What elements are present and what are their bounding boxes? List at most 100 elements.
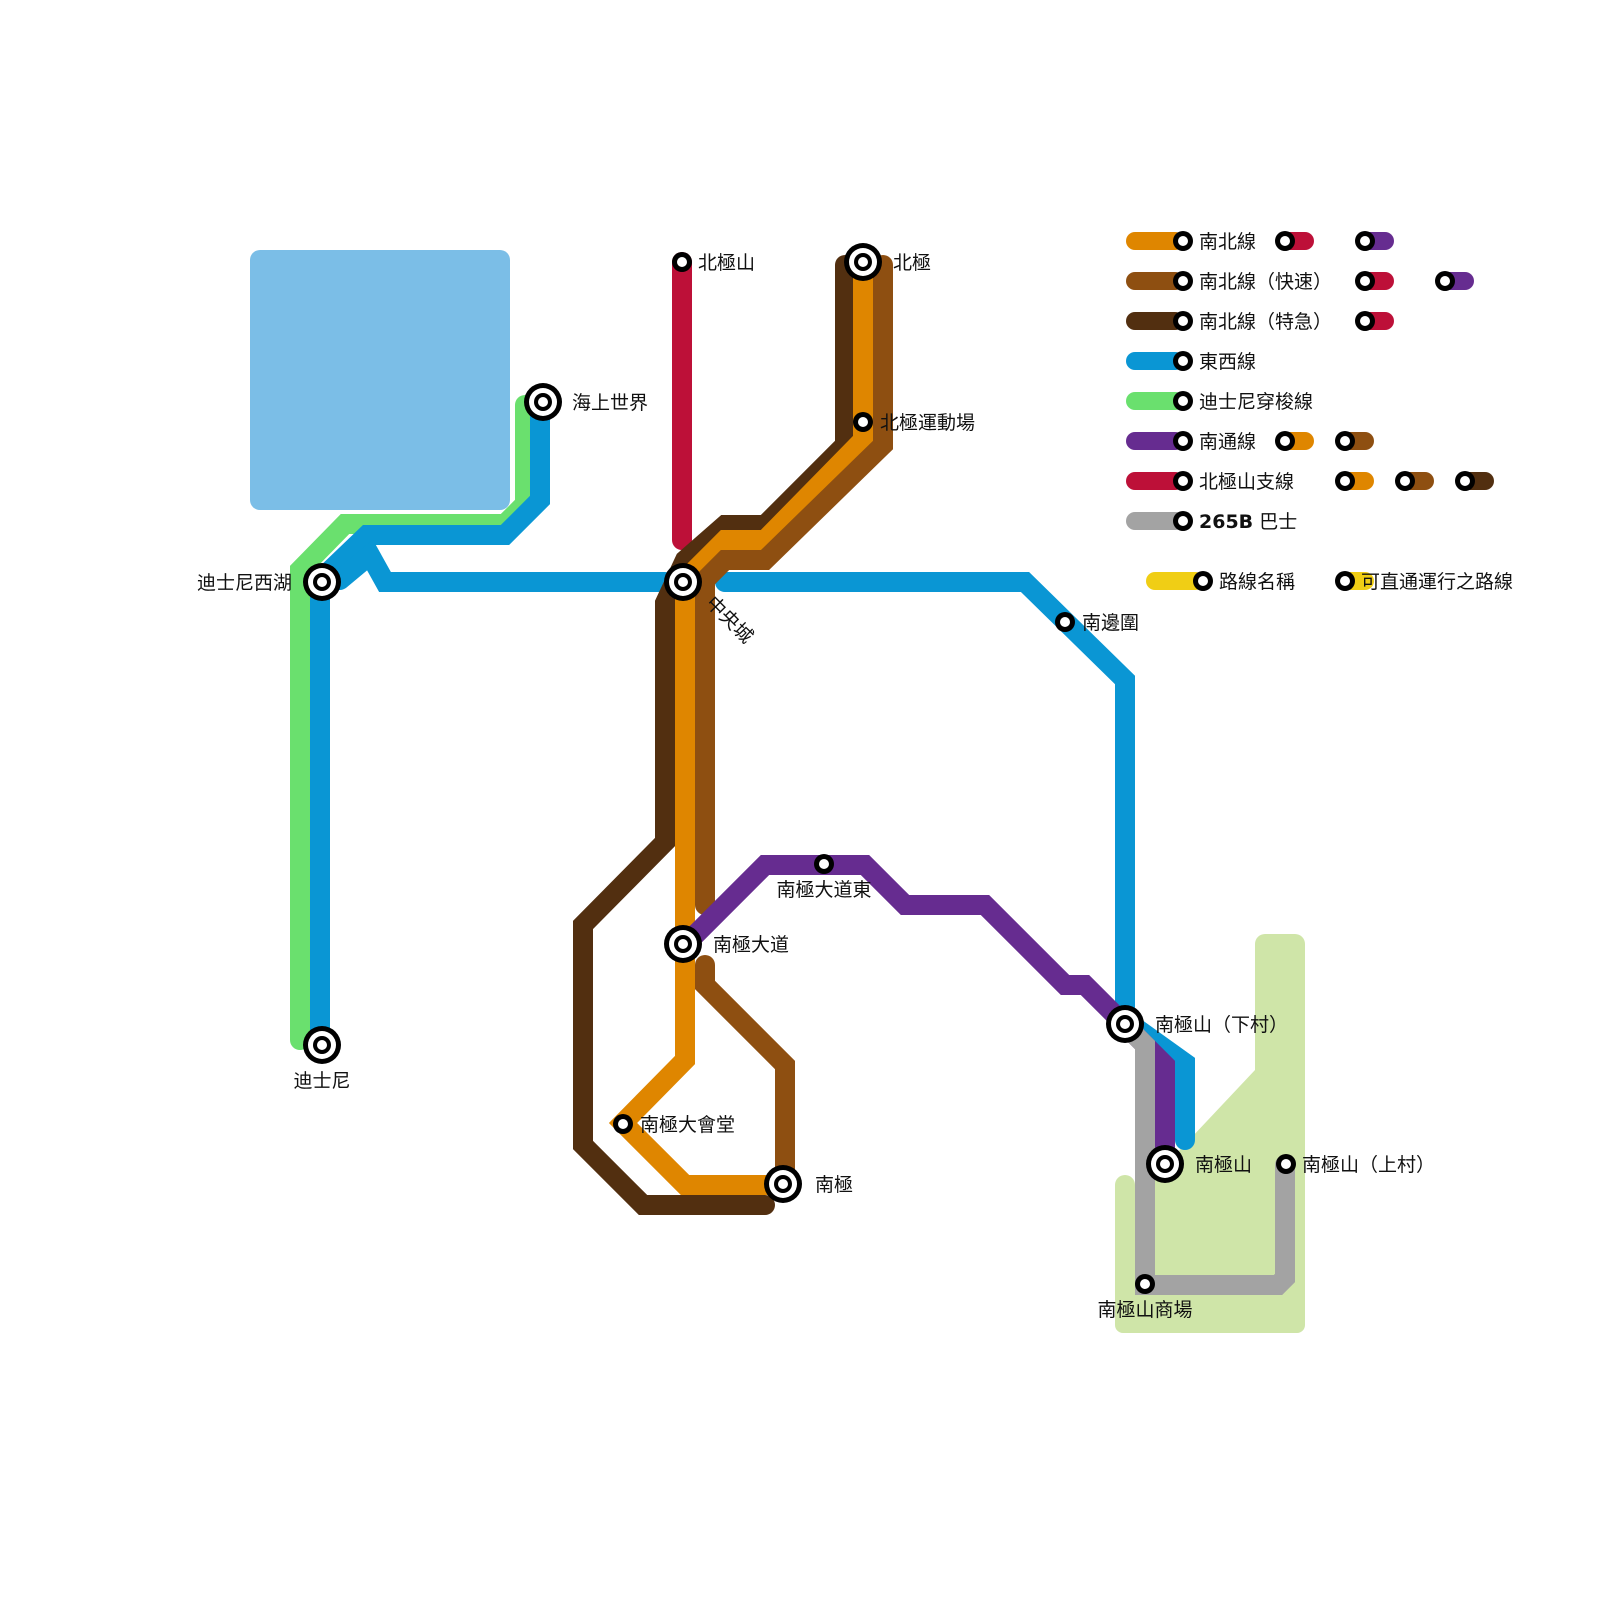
interchange-center xyxy=(1160,1159,1170,1169)
legend-row-north-branch: 北極山支線 xyxy=(1126,471,1494,493)
route-path xyxy=(573,255,855,1215)
route-path xyxy=(290,395,535,1050)
station-marker-center xyxy=(618,1119,628,1129)
legend-line-label: 265B 巴士 xyxy=(1199,511,1297,533)
legend-through-service-icon xyxy=(1355,271,1394,291)
interchange-center xyxy=(678,939,688,949)
through-station-icon-center xyxy=(1340,436,1350,446)
legend-through-service-icon xyxy=(1335,431,1374,451)
route-path xyxy=(715,572,1195,1150)
station-nanjishan-mall[interactable]: 南極山商場 xyxy=(1097,1274,1193,1321)
through-station-icon-center xyxy=(1360,316,1370,326)
station-label: 迪士尼 xyxy=(293,1070,350,1092)
legend-station-icon-center xyxy=(1198,576,1208,586)
legend-row-south: 南通線 xyxy=(1126,431,1374,453)
legend-station-icon-center xyxy=(1178,316,1188,326)
station-marker-center xyxy=(1281,1159,1291,1169)
line-ns-express[interactable] xyxy=(695,255,893,1195)
route-path xyxy=(685,855,1175,1175)
legend-label-rest: 巴士 xyxy=(1253,511,1297,533)
station-label: 南極山（下村） xyxy=(1155,1014,1288,1036)
legend-through-service-icon xyxy=(1355,231,1394,251)
station-label: 南極山（上村） xyxy=(1302,1154,1435,1176)
legend-line-label: 東西線 xyxy=(1199,351,1256,373)
legend-station-icon-center xyxy=(1178,476,1188,486)
route-path xyxy=(310,390,550,1050)
legend-row-bus: 265B 巴士 xyxy=(1126,511,1297,533)
station-marker-center xyxy=(677,257,687,267)
route-path xyxy=(1115,1015,1295,1295)
legend-row-ns-special: 南北線（特急） xyxy=(1126,311,1394,333)
station-nanjishan-lower[interactable]: 南極山（下村） xyxy=(1106,1005,1288,1043)
station-nanji-hall[interactable]: 南極大會堂 xyxy=(613,1114,735,1136)
station-beiji[interactable]: 北極 xyxy=(844,243,931,281)
interchange-center xyxy=(1120,1019,1130,1029)
station-marker-center xyxy=(1060,617,1070,627)
station-label: 南極大會堂 xyxy=(640,1114,735,1136)
interchange-center xyxy=(538,397,548,407)
legend-line-key xyxy=(1126,511,1193,531)
legend-row-disney: 迪士尼穿梭線 xyxy=(1126,391,1313,413)
station-beiji-stadium[interactable]: 北極運動場 xyxy=(853,412,975,434)
station-nanjishan[interactable]: 南極山 xyxy=(1146,1145,1252,1183)
station-label: 南極大道東 xyxy=(776,879,871,901)
route-path xyxy=(695,955,795,1195)
legend-through-service-icon xyxy=(1335,471,1374,491)
legend-line-label: 北極山支線 xyxy=(1199,471,1294,493)
line-disney-shuttle[interactable] xyxy=(290,395,535,1050)
legend-through-service-icon xyxy=(1335,571,1374,591)
legend-key: 路線名稱 可直通運行之路線 xyxy=(1146,571,1513,593)
station-beijishan[interactable]: 北極山 xyxy=(672,252,755,274)
station-nanji-avenue-east[interactable]: 南極大道東 xyxy=(776,854,872,901)
interchange-center xyxy=(317,1040,327,1050)
legend-line-key xyxy=(1126,351,1193,371)
station-nanji[interactable]: 南極 xyxy=(764,1165,853,1203)
station-disney[interactable]: 迪士尼 xyxy=(293,1026,351,1092)
legend-key-through-service-label: 可直通運行之路線 xyxy=(1361,571,1513,593)
through-station-icon-center xyxy=(1460,476,1470,486)
through-station-icon-center xyxy=(1440,276,1450,286)
station-disney-west-lake[interactable]: 迪士尼西湖 xyxy=(197,563,341,601)
legend-row-ns-express: 南北線（快速） xyxy=(1126,271,1474,293)
line-ns-special[interactable] xyxy=(573,255,855,1215)
legend-line-label: 南北線（特急） xyxy=(1199,311,1332,333)
legend-line-key xyxy=(1126,391,1193,411)
legend-through-service-icon xyxy=(1275,431,1314,451)
station-label: 海上世界 xyxy=(572,392,648,414)
route-path xyxy=(695,255,893,915)
legend-line-key xyxy=(1126,471,1193,491)
stations: 北極山北極北極運動場海上世界迪士尼西湖中央城南邊圍迪士尼南極大道東南極大道南極大… xyxy=(197,243,1435,1321)
line-bus-265b[interactable] xyxy=(1115,1015,1295,1295)
line-south[interactable] xyxy=(685,855,1175,1175)
legend-station-icon-center xyxy=(1178,396,1188,406)
legend-key-line-name-label: 路線名稱 xyxy=(1219,571,1295,593)
legend-line-label: 南北線（快速） xyxy=(1199,271,1332,293)
station-nanbianwei[interactable]: 南邊圍 xyxy=(1055,612,1139,634)
legend-label-bold: 265B xyxy=(1199,511,1253,533)
station-haishang[interactable]: 海上世界 xyxy=(524,383,648,421)
station-label: 南極山商場 xyxy=(1097,1299,1192,1321)
station-nanji-avenue[interactable]: 南極大道 xyxy=(664,925,789,963)
through-station-icon-center xyxy=(1360,236,1370,246)
station-marker-center xyxy=(1140,1279,1150,1289)
legend-station-icon-center xyxy=(1178,516,1188,526)
legend-key-line-name xyxy=(1146,571,1213,591)
park-area xyxy=(1115,934,1305,1333)
legend-line-key xyxy=(1126,231,1193,251)
station-label: 南邊圍 xyxy=(1082,612,1139,634)
legend-through-service-icon xyxy=(1455,471,1494,491)
legend-through-service-icon xyxy=(1355,311,1394,331)
line-east-west[interactable] xyxy=(310,390,1195,1150)
legend-line-key xyxy=(1126,431,1193,451)
legend-station-icon-center xyxy=(1178,236,1188,246)
through-station-icon-center xyxy=(1340,576,1350,586)
station-label: 南極大道 xyxy=(713,934,789,956)
station-label: 北極運動場 xyxy=(880,412,975,434)
legend-row-ns: 南北線 xyxy=(1126,231,1394,253)
through-station-icon-center xyxy=(1400,476,1410,486)
interchange-center xyxy=(858,257,868,267)
interchange-center xyxy=(317,577,327,587)
station-nanjishan-upper[interactable]: 南極山（上村） xyxy=(1276,1154,1435,1176)
